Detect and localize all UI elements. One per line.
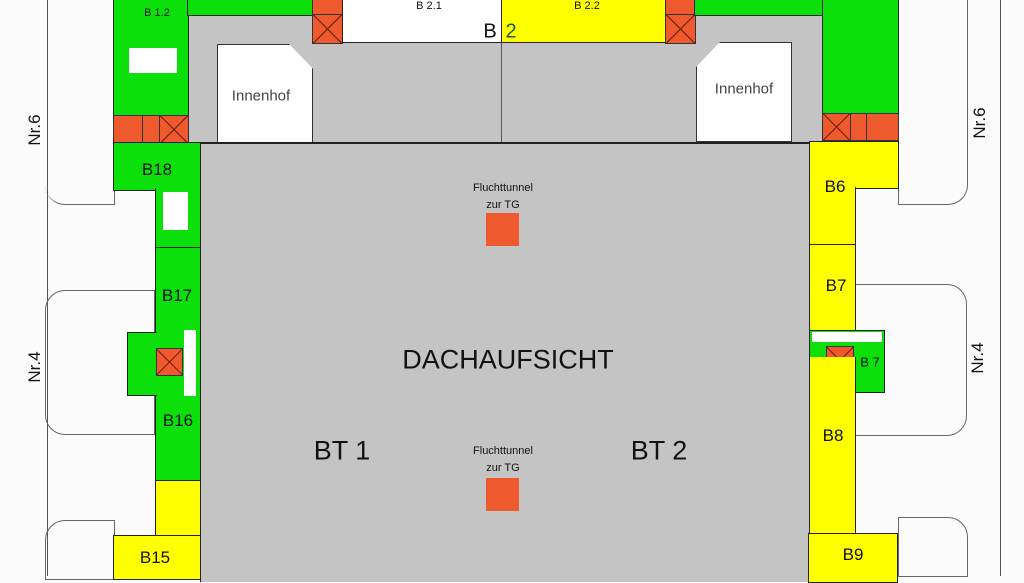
- label-b7-small: B 7: [860, 354, 880, 370]
- page-title: DACHAUFSICHT: [402, 344, 614, 375]
- label-b17: B17: [161, 286, 193, 305]
- opening: [163, 192, 188, 230]
- unit-b9[interactable]: [808, 533, 898, 583]
- escape-label-1a: Fluchttunnel: [473, 182, 533, 194]
- label-b2-prefix: B: [483, 20, 497, 43]
- stair-icon: [156, 348, 183, 376]
- label-bt2: BT 2: [630, 435, 688, 466]
- label-b2-2: B 2.2: [574, 0, 600, 12]
- unit-b8[interactable]: [809, 357, 856, 535]
- label-b7: B7: [825, 276, 847, 295]
- stair-block: [866, 113, 899, 141]
- opening: [129, 48, 177, 73]
- stair-icon: [822, 113, 851, 141]
- label-b8: B8: [822, 426, 844, 445]
- label-b6: B6: [824, 177, 846, 196]
- label-b1-2: B 1.2: [144, 7, 170, 19]
- escape-label-1b: zur TG: [486, 199, 520, 211]
- unit-b6-lower: [809, 187, 856, 245]
- label-b9: B9: [842, 545, 864, 564]
- lift-left[interactable]: [312, 0, 343, 15]
- stair-block: [142, 115, 160, 144]
- label-bt1: BT 1: [313, 435, 371, 466]
- opening: [812, 332, 882, 342]
- stair-icon: [159, 115, 189, 144]
- stair-left-icon: [312, 14, 343, 44]
- unit-b6[interactable]: [809, 141, 899, 189]
- parking-outline: [898, 0, 968, 205]
- unit-b7[interactable]: [809, 244, 856, 331]
- label-b2-1: B 2.1: [416, 0, 442, 12]
- street-nr6-left: Nr.6: [25, 114, 44, 146]
- unit-top-strip-left: [187, 0, 314, 16]
- parking-outline: [898, 517, 968, 577]
- stair-right-icon: [665, 14, 696, 44]
- lift-right[interactable]: [665, 0, 696, 15]
- parking-outline: [45, 0, 115, 205]
- unit-b16-bump: [127, 332, 157, 396]
- escape-label-2a: Fluchttunnel: [473, 445, 533, 457]
- escape-tunnel-2[interactable]: [486, 478, 519, 511]
- stair-block: [113, 115, 143, 144]
- opening: [184, 330, 196, 396]
- unit-top-right[interactable]: [822, 0, 899, 114]
- escape-tunnel-1[interactable]: [486, 213, 519, 246]
- label-innenhof-left: Innenhof: [231, 87, 291, 105]
- courtyard-right: [696, 42, 792, 142]
- label-b16: B16: [162, 411, 194, 430]
- divider: [501, 43, 502, 143]
- street-nr4-right: Nr.4: [968, 342, 987, 374]
- unit-b2-2[interactable]: [501, 0, 666, 43]
- parking-outline: [45, 520, 115, 580]
- stair-block: [850, 113, 867, 141]
- unit-top-strip-right: [694, 0, 824, 16]
- unit-b2-1[interactable]: [342, 0, 502, 43]
- boundary-line-right: [1000, 0, 1001, 576]
- label-innenhof-right: Innenhof: [714, 80, 774, 98]
- street-nr6-right: Nr.6: [970, 107, 989, 139]
- label-b15: B15: [139, 548, 171, 567]
- escape-label-2b: zur TG: [486, 462, 520, 474]
- label-b2-num: 2: [505, 20, 517, 43]
- boundary-line-left: [47, 0, 48, 576]
- street-nr4-left: Nr.4: [25, 351, 44, 383]
- label-b18: B18: [141, 160, 173, 179]
- unit-b15[interactable]: [113, 535, 201, 580]
- unit-b18[interactable]: [113, 142, 201, 191]
